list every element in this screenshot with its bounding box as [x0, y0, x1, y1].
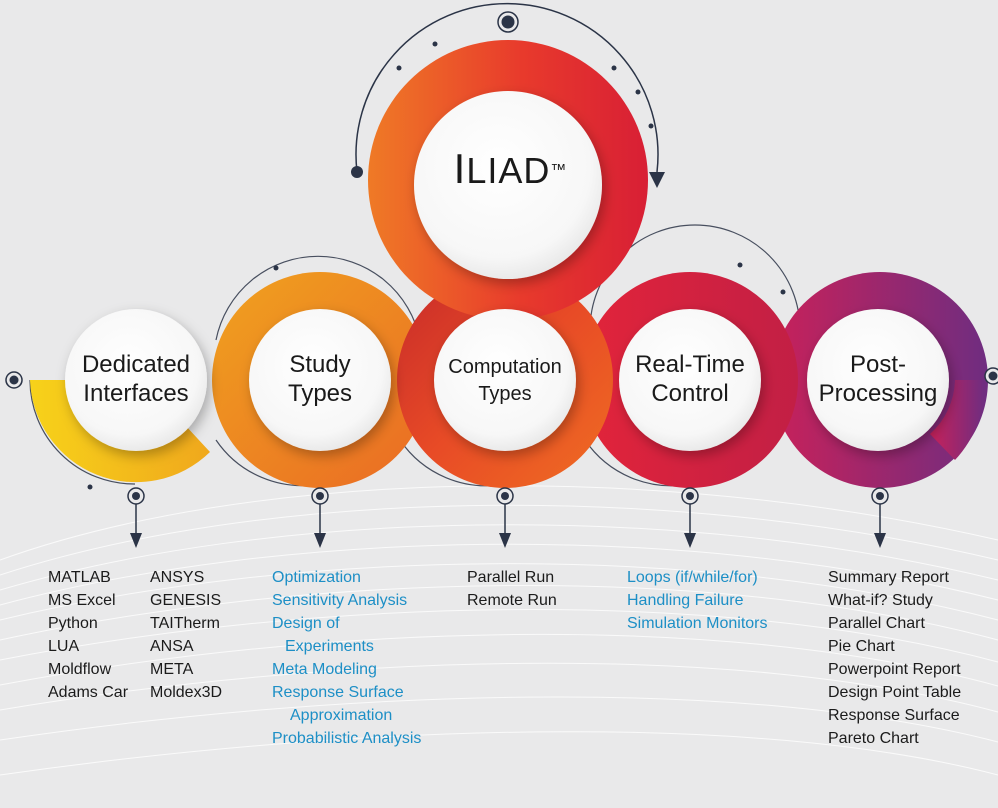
list-item: Design Point Table — [828, 684, 962, 701]
connector-dedicated-interfaces — [127, 487, 145, 548]
connector-real-time-control — [681, 487, 699, 548]
top-orbit-dots — [351, 41, 654, 178]
node-label-line: Interfaces — [83, 380, 189, 407]
circle-study-types — [249, 309, 391, 451]
list-item: LUA — [48, 638, 80, 655]
node-label-line: Real-Time — [635, 351, 745, 378]
list-item: Meta Modeling — [272, 661, 377, 678]
list-dedicated-interfaces-b: ANSYS GENESIS TAITherm ANSA META Moldex3… — [150, 566, 222, 704]
trademark-mark: ™ — [550, 162, 567, 179]
top-orbit — [355, 2, 659, 173]
iliad-title: ILIAD™ — [425, 148, 595, 192]
list-item: Experiments — [285, 638, 374, 655]
list-item: Moldflow — [48, 661, 112, 678]
list-item: Approximation — [290, 707, 393, 724]
node-label-line: Post- — [849, 351, 906, 378]
list-item: ANSA — [150, 638, 194, 655]
circle-real-time-control — [619, 309, 761, 451]
list-item: Pareto Chart — [828, 730, 919, 747]
circle-computation-types — [434, 309, 576, 451]
list-item: Simulation Monitors — [627, 615, 768, 632]
list-item: Summary Report — [828, 569, 949, 586]
connector-computation-types — [496, 487, 514, 548]
list-item: GENESIS — [150, 592, 222, 609]
list-computation-types: Parallel Run Remote Run — [467, 566, 557, 612]
circle-iliad — [414, 91, 602, 279]
node-label-line: Control — [651, 380, 729, 407]
node-dedicated-interfaces: Dedicated Interfaces — [56, 350, 216, 408]
list-item: Moldex3D — [150, 684, 223, 701]
node-real-time-control: Real-Time Control — [610, 350, 770, 408]
list-item: Remote Run — [467, 592, 557, 609]
list-item: Optimization — [272, 569, 361, 586]
list-item: Parallel Run — [467, 569, 555, 586]
node-label-line: Processing — [818, 380, 938, 407]
list-item: Parallel Chart — [828, 615, 925, 632]
top-orbit-arrow — [649, 172, 665, 188]
node-label-line: Types — [478, 383, 532, 405]
list-connectors — [127, 487, 889, 548]
top-target-icon — [497, 11, 519, 33]
title-rest: LIAD — [466, 150, 551, 191]
ring-purple-band — [930, 380, 985, 460]
list-dedicated-interfaces-a: MATLAB MS Excel Python LUA Moldflow Adam… — [48, 566, 128, 704]
connector-study-types — [311, 487, 329, 548]
list-item: Adams Car — [48, 684, 129, 701]
list-item: MATLAB — [48, 569, 111, 586]
list-item: Response Surface — [828, 707, 960, 724]
ring-yellow — [30, 380, 210, 483]
list-item: Python — [48, 615, 98, 632]
node-computation-types: Computation Types — [425, 354, 585, 408]
list-item: Probabilistic Analysis — [272, 730, 422, 747]
list-post-processing: Summary Report What-if? Study Parallel C… — [828, 566, 961, 750]
node-post-processing: Post- Processing — [798, 350, 958, 408]
list-real-time-control: Loops (if/while/for) Handling Failure Si… — [627, 566, 768, 635]
list-item: MS Excel — [48, 592, 116, 609]
node-label-line: Study — [289, 351, 351, 378]
list-item: Design of — [272, 615, 340, 632]
list-item: Response Surface — [272, 684, 404, 701]
list-item: Pie Chart — [828, 638, 895, 655]
title-initial: I — [453, 145, 467, 192]
node-study-types: Study Types — [240, 350, 400, 408]
list-item: Loops (if/while/for) — [627, 569, 758, 586]
right-target-icon — [984, 367, 998, 385]
list-item: Sensitivity Analysis — [272, 592, 408, 609]
list-item: TAITherm — [150, 615, 220, 632]
background-swoosh — [0, 485, 998, 776]
list-item: ANSYS — [150, 569, 205, 586]
node-label-line: Computation — [448, 356, 562, 378]
node-label-line: Dedicated — [81, 351, 191, 378]
circle-post-processing — [807, 309, 949, 451]
list-item: META — [150, 661, 194, 678]
list-item: Handling Failure — [627, 592, 744, 609]
node-label-line: Types — [287, 380, 353, 407]
list-study-types: Optimization Sensitivity Analysis Design… — [272, 566, 421, 750]
circle-dedicated-interfaces — [65, 309, 207, 451]
list-item: Powerpoint Report — [828, 661, 961, 678]
list-item: What-if? Study — [828, 592, 933, 609]
lower-orbit-dots — [87, 262, 786, 490]
connector-post-processing — [871, 487, 889, 548]
left-target-icon — [5, 371, 23, 389]
